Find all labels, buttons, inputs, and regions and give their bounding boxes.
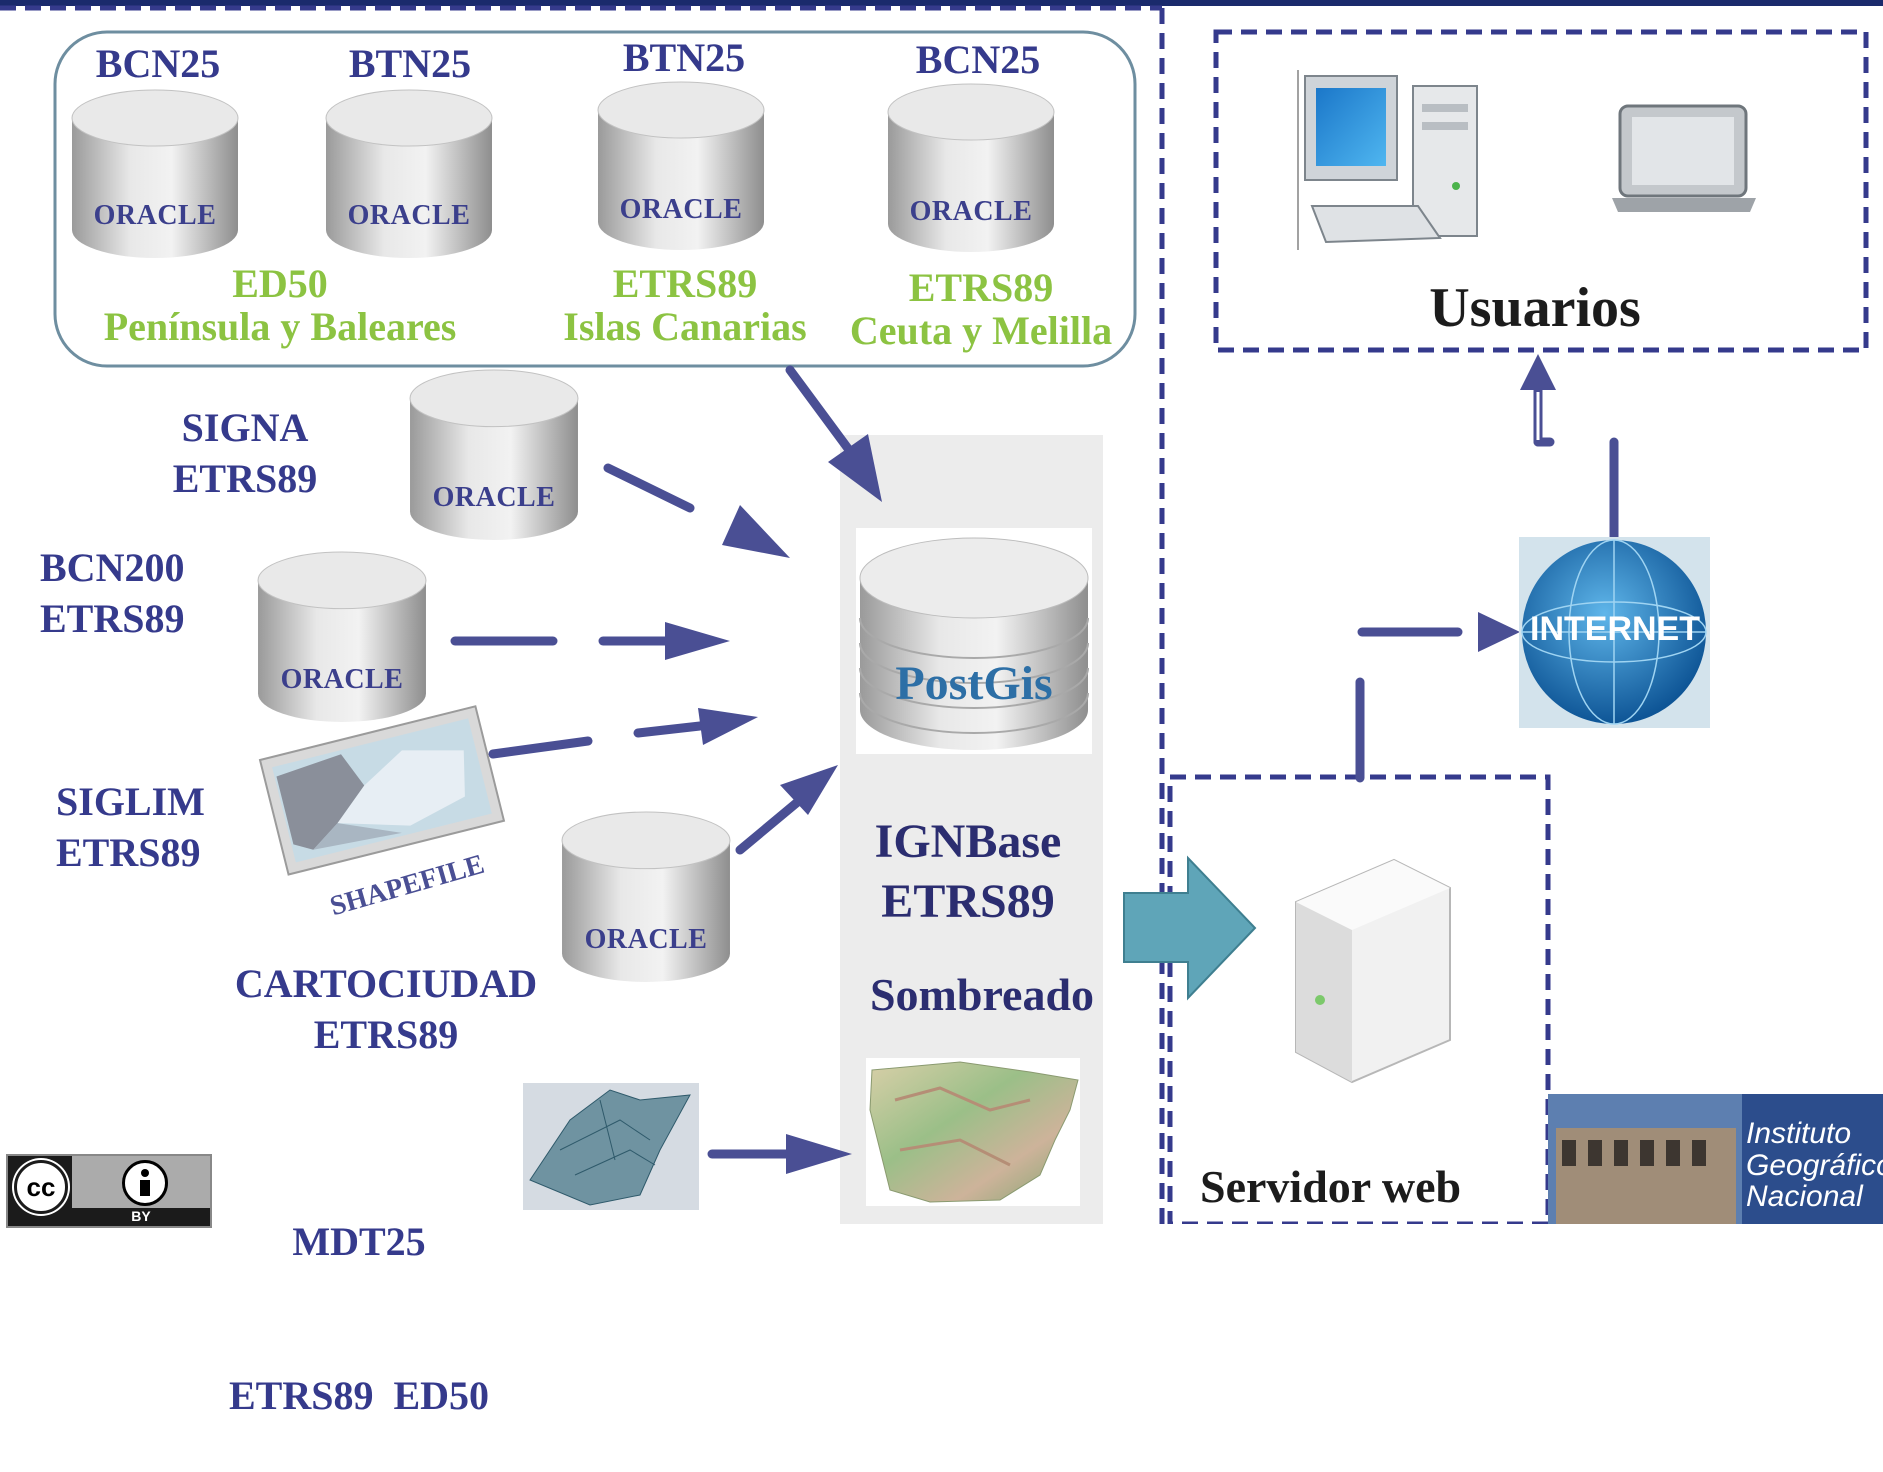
region-peninsula: ED50 Península y Baleares — [80, 261, 480, 350]
arrow-signa-1 — [603, 463, 695, 513]
source-cartociudad-label: CARTOCIUDAD ETRS89 — [226, 958, 546, 1060]
arrow-top-group — [785, 365, 860, 463]
source-bcn200-label: BCN200 ETRS89 — [40, 542, 200, 644]
usuarios-label: Usuarios — [1429, 277, 1641, 339]
source-name: CARTOCIUDAD — [234, 961, 538, 1006]
cc-by-license-badge[interactable]: cc BY — [6, 1154, 212, 1228]
region-area: Islas Canarias — [563, 304, 807, 350]
arrow-cartociudad — [735, 795, 805, 855]
source-name: BCN200 — [40, 545, 185, 590]
arrow-users-head — [1520, 354, 1556, 390]
source-name: MDT25 — [292, 1219, 426, 1265]
source-datum: ETRS89 — [313, 1012, 459, 1058]
oracle-db-btn25-2: ORACLE — [596, 80, 766, 252]
ign-logo-line1: Instituto — [1746, 1117, 1852, 1150]
attribution-person-icon — [122, 1160, 168, 1206]
mdt25-terrain — [523, 1083, 699, 1210]
db-title-btn25-2: BTN25 — [622, 35, 746, 80]
oracle-db-bcn25-2: ORACLE — [886, 82, 1056, 254]
db-title-bcn25-2: BCN25 — [915, 37, 1041, 82]
cc-icon: cc — [14, 1160, 68, 1214]
postgis-db: PostGis — [856, 528, 1092, 754]
ign-logo: Instituto Geográfico Nacional — [1746, 1118, 1883, 1213]
servidor-web-label: Servidor web — [1200, 1161, 1462, 1212]
oracle-label: ORACLE — [280, 664, 404, 695]
desktop-computer-icon — [1297, 70, 1478, 250]
laptop-icon — [1612, 104, 1756, 212]
source-name: SIGLIM — [56, 779, 205, 824]
source-mdt25-label: MDT25 ETRS89 ED50 — [214, 1114, 504, 1472]
by-label: BY — [131, 1208, 151, 1224]
source-datum: ETRS89 — [40, 596, 185, 642]
region-canarias: ETRS89 Islas Canarias — [550, 261, 820, 350]
server-tower-icon — [1295, 858, 1451, 1084]
source-datum: ETRS89 — [56, 830, 201, 876]
ign-logo-line2: Geográfico — [1746, 1148, 1883, 1182]
arrow-cartociudad-head — [780, 765, 838, 815]
oracle-db-cartociudad: ORACLE — [560, 808, 732, 986]
source-name: SIGNA — [181, 405, 309, 450]
oracle-label: ORACLE — [432, 482, 556, 513]
arrow-siglim-2 — [633, 721, 705, 738]
internet-label: INTERNET — [1530, 610, 1700, 648]
arrow-top-group-head — [828, 434, 882, 502]
top-bar — [0, 0, 1883, 6]
source-signa-label: SIGNA ETRS89 — [150, 402, 340, 504]
region-area: Ceuta y Melilla — [849, 308, 1113, 354]
ignbase-title: IGNBase — [874, 815, 1062, 868]
data-flow-arrows — [450, 354, 1619, 1174]
oracle-label: ORACLE — [93, 200, 217, 231]
ign-logo-line3: Nacional — [1746, 1180, 1863, 1213]
ignbase-datum: ETRS89 — [881, 875, 1055, 928]
oracle-label: ORACLE — [347, 200, 471, 231]
oracle-db-bcn200: ORACLE — [256, 548, 428, 726]
ignbase-label: IGNBase ETRS89 — [848, 812, 1088, 932]
arrow-signa-head — [722, 505, 790, 558]
oracle-db-btn25-1: ORACLE — [324, 88, 494, 260]
oracle-db-signa: ORACLE — [408, 366, 580, 544]
by-panel — [72, 1156, 210, 1208]
db-title-bcn25-1: BCN25 — [95, 41, 221, 86]
arrow-server-head — [1478, 612, 1520, 652]
source-siglim-label: SIGLIM ETRS89 — [56, 776, 216, 878]
oracle-label: ORACLE — [619, 194, 743, 225]
region-area: Península y Baleares — [103, 304, 457, 350]
oracle-db-bcn25-1: ORACLE — [70, 88, 240, 260]
source-datum: ETRS89 ED50 — [228, 1372, 490, 1418]
arrow-siglim-1 — [488, 736, 593, 759]
sombreado-label: Sombreado — [869, 969, 1095, 1020]
region-datum: ED50 — [232, 261, 328, 306]
users-box — [1213, 29, 1869, 353]
region-datum: ETRS89 — [908, 265, 1054, 310]
postgis-cylinder — [859, 537, 1089, 750]
top-group-box — [53, 30, 1137, 368]
internet-globe-icon — [1519, 537, 1710, 728]
db-title-btn25-1: BTN25 — [348, 41, 472, 86]
oracle-label: ORACLE — [909, 196, 1033, 227]
oracle-label: ORACLE — [584, 924, 708, 955]
arrow-siglim-head — [698, 708, 758, 745]
ign-building-photo — [1548, 1094, 1883, 1224]
shapefile-map — [258, 705, 506, 876]
arrow-bcn200-head — [665, 622, 730, 660]
block-arrow-server — [1123, 855, 1257, 1001]
postgis-label: PostGis — [895, 657, 1053, 710]
region-ceuta-melilla: ETRS89 Ceuta y Melilla — [836, 265, 1126, 354]
region-datum: ETRS89 — [612, 261, 758, 306]
source-datum: ETRS89 — [172, 456, 318, 502]
shaded-relief-map — [866, 1058, 1080, 1206]
arrow-mdt25-head — [786, 1134, 852, 1174]
